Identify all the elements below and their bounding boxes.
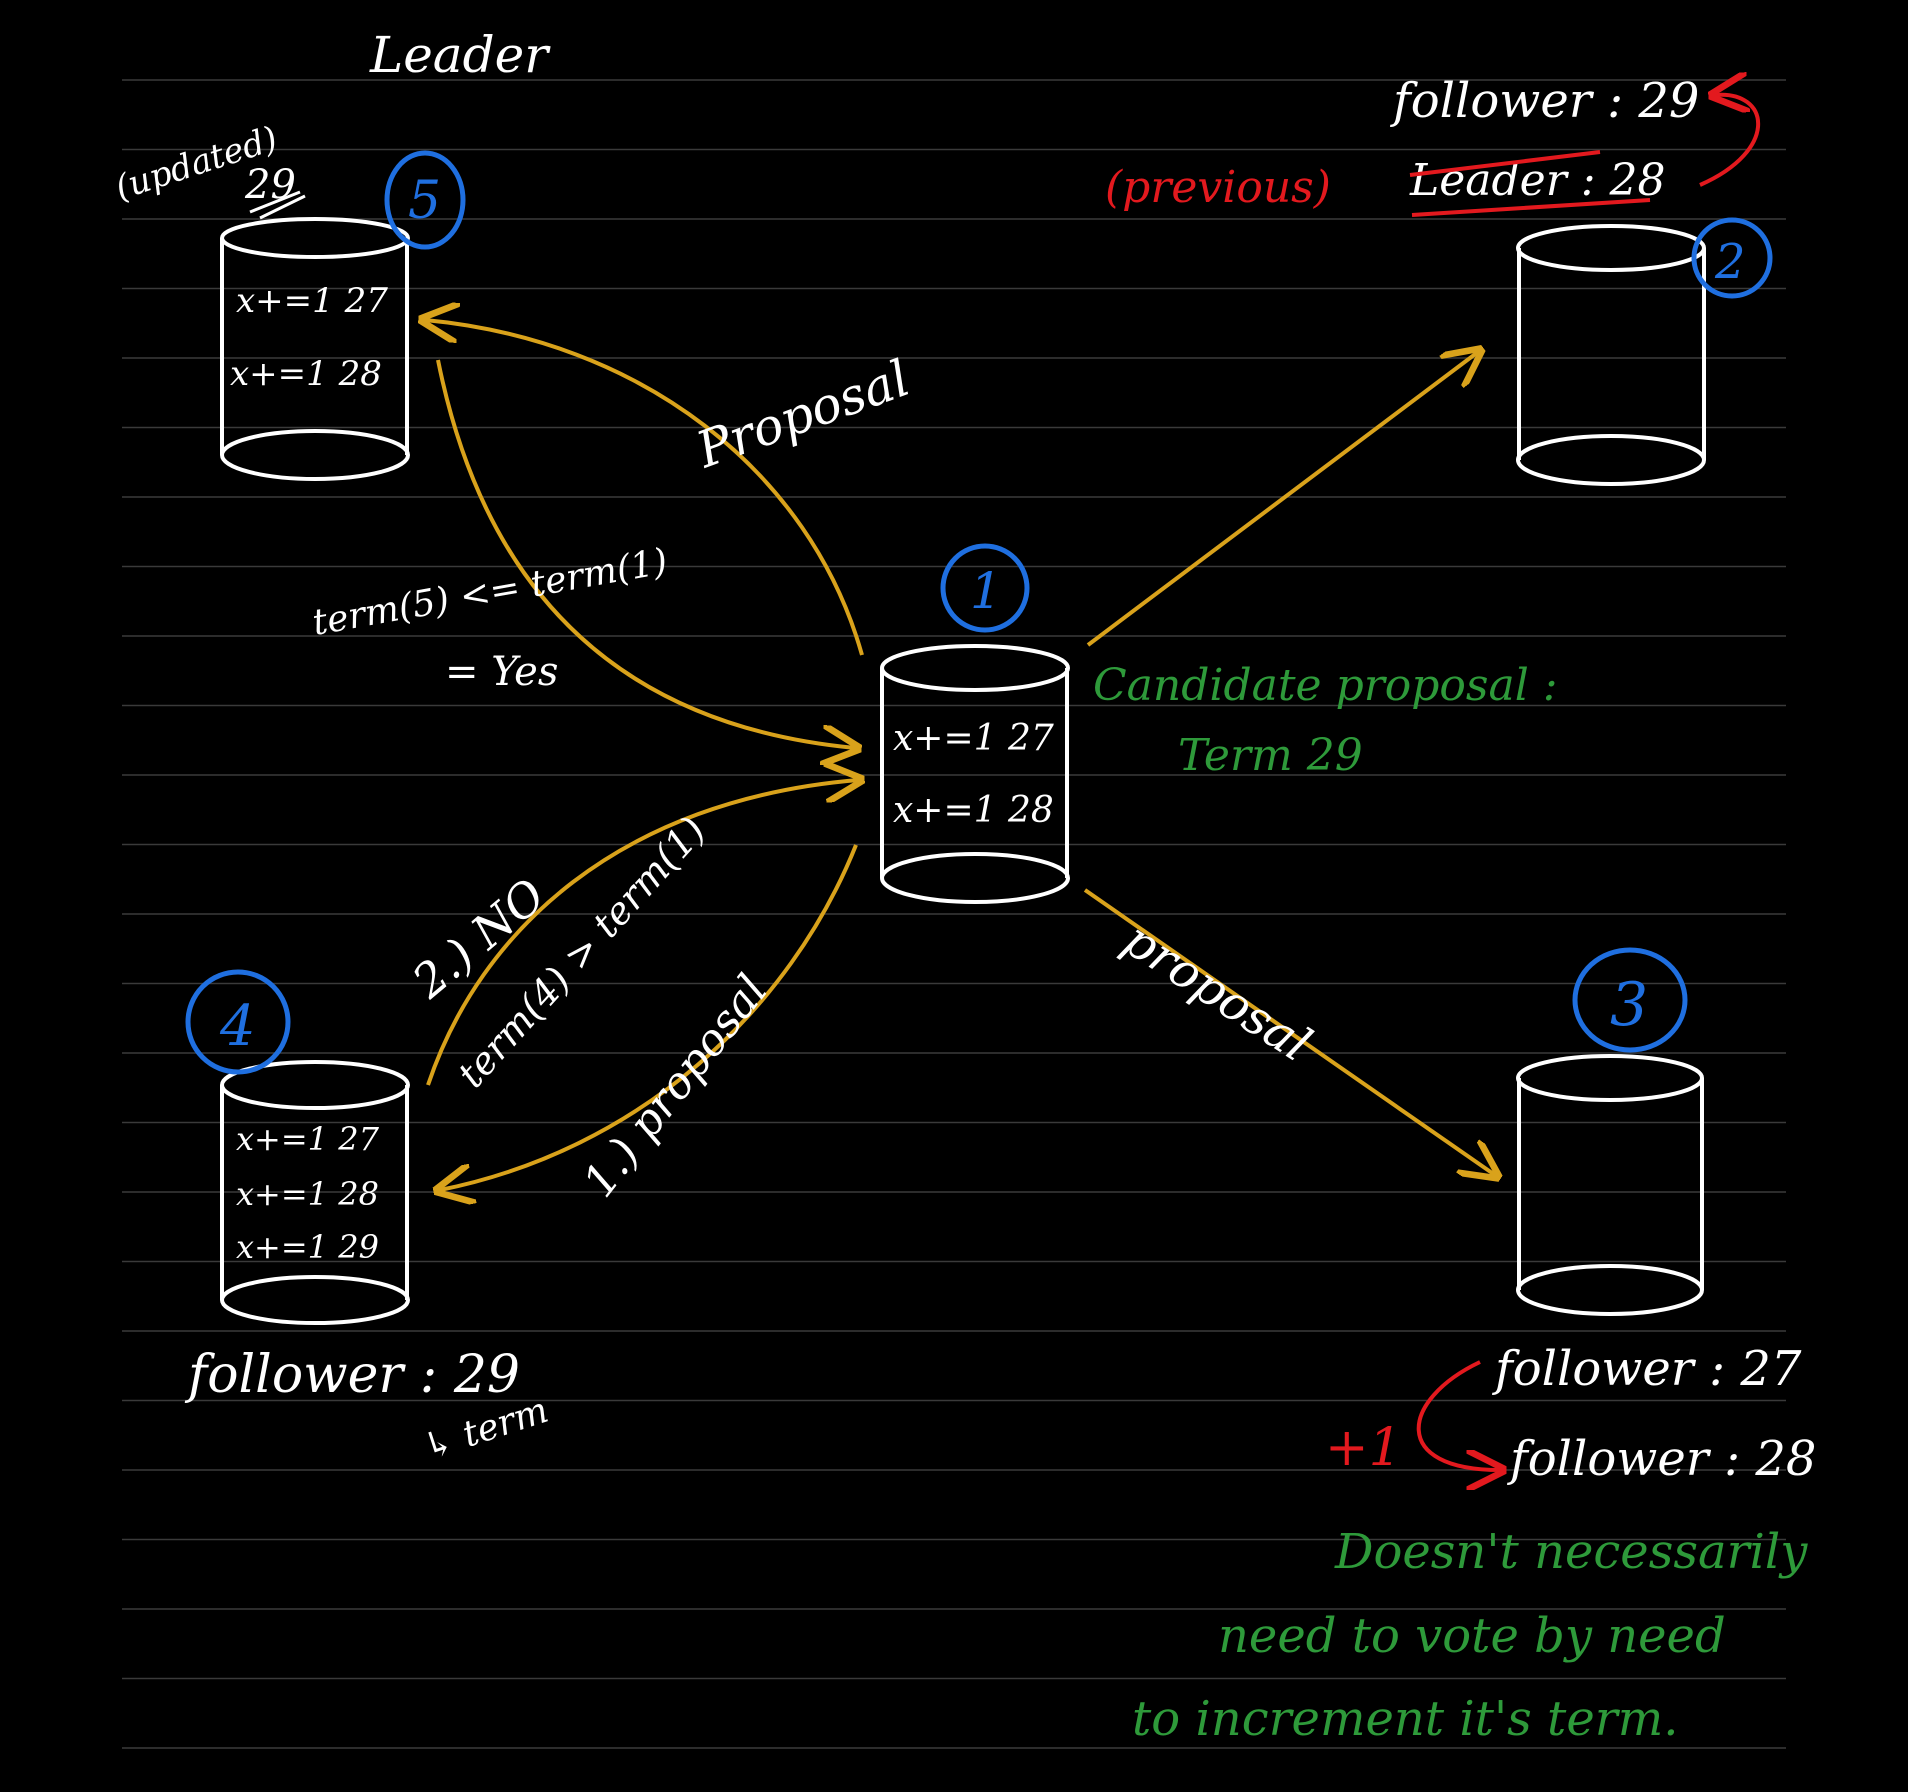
node-5-log-entry: x+=1 27	[236, 281, 388, 321]
node-2-previous-strikethrough	[1409, 150, 1651, 217]
node-4-database	[220, 1060, 410, 1325]
candidate-proposal-label: Candidate proposal :	[1093, 660, 1558, 711]
node-2-previous-label: (previous)	[1105, 162, 1331, 213]
node-5-title: Leader	[369, 26, 551, 84]
node-2-badge-number: 2	[1714, 234, 1746, 290]
node-2-database	[1516, 224, 1706, 486]
edge-1-to-2-proposal	[1086, 352, 1478, 647]
node-4-status: follower : 29	[184, 1345, 520, 1405]
edge-label-vote-check: term(5) <= term(1)	[309, 541, 670, 644]
edge-1-to-4-proposal	[440, 844, 858, 1190]
node-5-database	[220, 217, 410, 481]
node-3-increment: +1	[1325, 1418, 1402, 1478]
node-1-log-entry: x+=1 27	[893, 718, 1054, 759]
edge-label-proposal-to-3: proposal	[1113, 911, 1320, 1073]
node-2-status: follower : 29	[1390, 73, 1699, 129]
node-5-badge: 5	[384, 150, 466, 250]
node-3-badge: 3	[1572, 947, 1688, 1053]
node-4-log-entry: x+=1 29	[236, 1228, 379, 1266]
edge-label-vote-result: = Yes	[445, 649, 558, 695]
node-3-status-old: follower : 27	[1492, 1341, 1802, 1397]
node-5-updated-term: 29	[244, 162, 296, 208]
node-1-badge-number: 1	[970, 562, 1002, 620]
edge-5-to-1-vote	[436, 359, 855, 748]
edge-4-to-1-reply	[426, 780, 858, 1086]
node-5-log-entry: x+=1 28	[230, 354, 382, 394]
node-4-log-entry: x+=1 27	[236, 1120, 380, 1158]
node-5-badge-number: 5	[408, 171, 441, 231]
node-4-badge-number: 4	[219, 994, 256, 1059]
edge-1-to-5-proposal	[425, 320, 864, 656]
node-1-database	[880, 644, 1070, 904]
node-1-badge: 1	[940, 543, 1030, 633]
node-4-log-entry: x+=1 28	[236, 1175, 379, 1213]
node-3-status-new: follower : 28	[1507, 1431, 1816, 1487]
candidate-proposal-term: Term 29	[1178, 730, 1363, 781]
edge-label-proposal-to-4: 1.) proposal	[573, 965, 777, 1206]
footnote-line: need to vote by need	[1218, 1608, 1726, 1664]
node-3-increment-arrow	[1416, 1360, 1500, 1470]
notebook-rule-lines	[122, 79, 1786, 1749]
edge-1-to-3-proposal	[1083, 888, 1495, 1175]
node-2-previous-status: Leader : 28	[1409, 155, 1666, 206]
footnote-line: Doesn't necessarily	[1334, 1524, 1808, 1580]
node-3-badge-number: 3	[1610, 970, 1648, 1040]
node-5-term-underline	[249, 190, 306, 220]
node-4-badge: 4	[185, 969, 291, 1075]
node-2-badge: 2	[1691, 217, 1773, 299]
edge-label-proposal-to-5: Proposal	[688, 349, 917, 480]
footnote-line: to increment it's term.	[1132, 1691, 1678, 1747]
node-1-log-entry: x+=1 28	[893, 790, 1054, 831]
node-3-database	[1516, 1054, 1704, 1316]
node-2-status-arrow	[1699, 95, 1761, 187]
